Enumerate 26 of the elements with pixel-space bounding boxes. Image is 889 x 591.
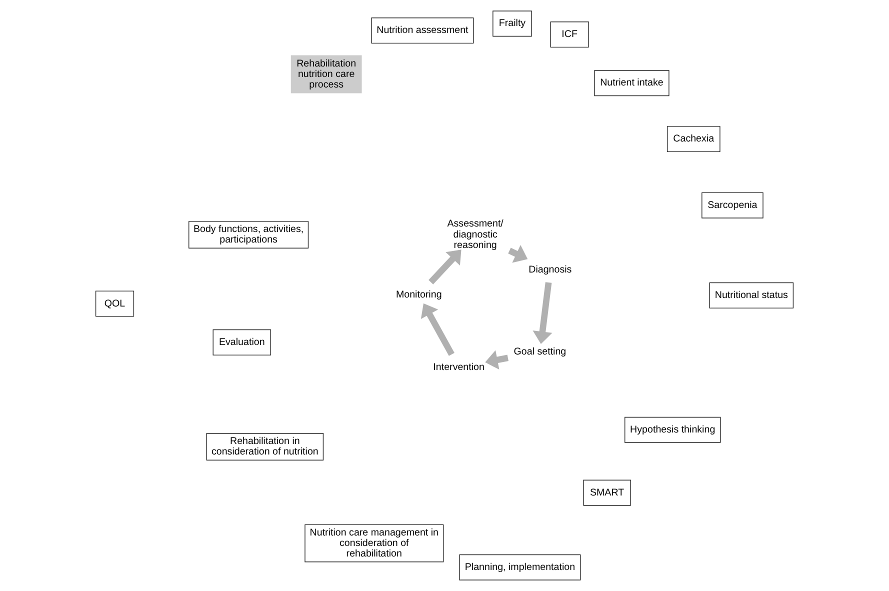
node-box: SMART (583, 480, 631, 506)
node-box: QOL (95, 290, 134, 317)
node-text: Intervention (433, 362, 484, 373)
arrow (508, 244, 528, 263)
node-box: Frailty (492, 10, 532, 37)
node-box: Nutrient intake (594, 70, 670, 96)
arrow (485, 350, 508, 370)
arrow (428, 250, 462, 284)
node-box: Nutrition care management in consideration of rehabilitation (304, 524, 444, 562)
arrow (532, 282, 552, 344)
node-box: Body functions, activities, participations (188, 221, 309, 248)
node-box: ICF (550, 22, 589, 48)
node-box: Evaluation (212, 329, 272, 356)
node-box: Nutrition assessment (371, 18, 474, 44)
node-box: Cachexia (666, 126, 720, 152)
node-text: Assessment/ diagnostic reasoning (447, 218, 504, 251)
node-box: Rehabilitation in consideration of nutrition (206, 433, 324, 460)
node-text: Diagnosis (528, 264, 572, 276)
node-box: Rehabilitation nutrition care process (290, 55, 362, 94)
node-box: Sarcopenia (702, 192, 764, 218)
node-text: Goal setting (514, 346, 566, 358)
node-box: Planning, implementation (459, 554, 581, 580)
node-box: Hypothesis thinking (624, 416, 721, 443)
node-text: Monitoring (396, 290, 442, 301)
node-box: Nutritional status (709, 282, 794, 308)
arrow (420, 303, 454, 356)
